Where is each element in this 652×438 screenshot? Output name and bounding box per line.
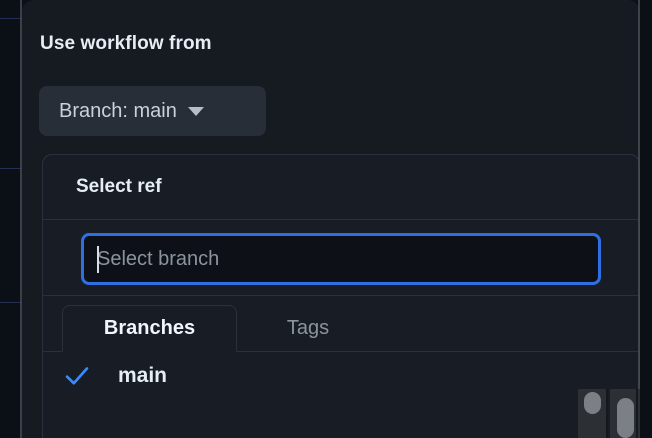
check-icon bbox=[65, 367, 89, 385]
outer-scrollbar-thumb[interactable] bbox=[617, 398, 634, 438]
branch-selector-button[interactable]: Branch: main bbox=[39, 86, 266, 136]
backdrop-seam bbox=[20, 0, 22, 438]
backdrop-rule bbox=[0, 302, 22, 303]
select-ref-title: Select ref bbox=[76, 176, 162, 197]
list-item[interactable]: main bbox=[43, 352, 639, 400]
list-item-label: main bbox=[118, 364, 168, 387]
tab-branches[interactable]: Branches bbox=[62, 305, 237, 352]
scrollbar-divider bbox=[606, 389, 608, 438]
page-backdrop bbox=[0, 0, 22, 438]
branch-selector-label: Branch: main bbox=[59, 99, 177, 122]
run-workflow-dialog: Use workflow from Branch: main Select re… bbox=[22, 0, 640, 438]
select-ref-popover: Select ref Branches Tags main bbox=[42, 154, 640, 438]
text-cursor bbox=[97, 246, 99, 273]
tab-baseline bbox=[43, 351, 639, 352]
select-ref-search-zone bbox=[43, 220, 639, 296]
right-gutter bbox=[640, 0, 652, 438]
branch-list: main bbox=[43, 352, 639, 400]
gutter-seam bbox=[638, 0, 640, 438]
scrollbar-divider bbox=[636, 389, 638, 438]
dialog-title: Use workflow from bbox=[40, 33, 212, 54]
tab-tags[interactable]: Tags bbox=[286, 317, 330, 339]
inner-scrollbar-thumb[interactable] bbox=[584, 392, 601, 414]
backdrop-rule bbox=[0, 18, 22, 19]
chevron-down-icon bbox=[187, 106, 204, 116]
backdrop-rule bbox=[0, 168, 22, 169]
select-ref-header: Select ref bbox=[43, 155, 639, 220]
ref-tablist: Branches Tags bbox=[43, 296, 639, 352]
branch-search-input[interactable] bbox=[81, 233, 601, 285]
